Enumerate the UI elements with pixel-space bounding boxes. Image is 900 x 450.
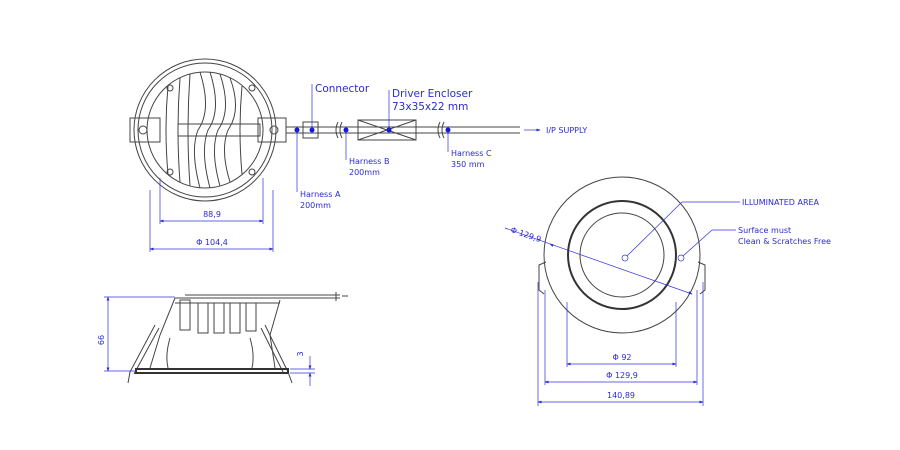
dim-140-89: 140,89 [607,391,635,400]
harness-c-label: Harness C [451,149,492,158]
dim-diagonal: Φ 129,9 [509,225,542,244]
dim-66: 66 [97,335,106,345]
driver-enclosure [357,119,417,141]
surface-note-line2: Clean & Scratches Free [738,237,831,246]
trim-outer [543,176,701,334]
heatsink-top [175,297,280,304]
dim-104-4: Φ 104,4 [196,238,228,247]
heatsink-fins [165,71,243,189]
heatsink-ring [146,71,264,189]
driver-size: 73x35x22 mm [392,101,468,113]
bezel-ring [567,200,677,310]
connector [302,121,319,139]
harness-a-label: Harness A [300,190,341,199]
spring-clip-right [257,117,287,143]
dim-88-9: 88,9 [203,210,221,219]
trim-flange [135,368,289,374]
harness-a-length: 200mm [300,201,331,210]
clip-right [697,261,706,295]
outer-rim [133,58,277,202]
driver-label: Driver Encloser [392,88,473,100]
spring-clip-left [127,324,160,384]
front-view: ILLUMINATED AREA Surface must Clean & Sc… [504,176,831,406]
clip-left [538,261,547,295]
spring-clip-left [129,117,161,143]
supply-label: I/P SUPPLY [546,126,587,135]
dim-line-diagonal [504,227,693,295]
lens [579,212,665,298]
dim-3: 3 [296,351,305,356]
connector-label: Connector [315,83,370,95]
break-symbol [335,121,343,139]
side-view: 66 3 [97,292,348,386]
harness-c-length: 350 mm [451,160,485,169]
top-view: Connector Driver Encloser 73x35x22 mm Ha… [129,58,587,252]
surface-note-line1: Surface must [738,226,791,235]
spring-clip-right [260,324,293,384]
harness-b-label: Harness B [349,157,389,166]
dim-129-9: Φ 129,9 [606,371,638,380]
dim-92: Φ 92 [612,353,631,362]
illuminated-area-label: ILLUMINATED AREA [742,198,820,207]
harness-b-length: 200mm [349,168,380,177]
